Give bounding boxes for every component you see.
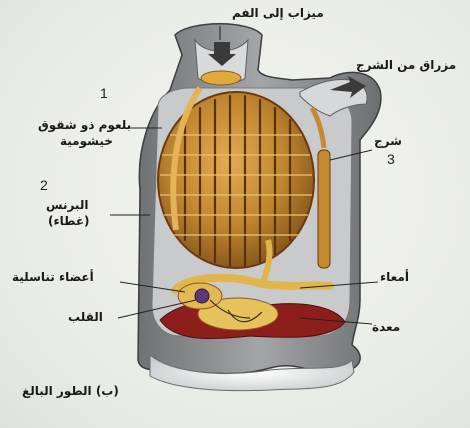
label-reproductive-organs: أعضاء تناسلية	[12, 270, 94, 284]
number-1: 1	[100, 86, 108, 100]
label-gill-slit-pharynx-2: خيشومية	[60, 134, 113, 148]
label-siphon-from-cloaca: مزراق من الشرج	[356, 58, 456, 72]
heart	[195, 289, 209, 303]
label-intestine: أمعاء	[380, 270, 409, 284]
label-heart: القلب	[68, 310, 103, 324]
label-tunic-2: (غطاء)	[48, 214, 90, 228]
label-tunic-1: البرنس	[46, 198, 88, 212]
label-anus: شرج	[374, 134, 402, 148]
label-stomach: معدة	[372, 320, 400, 334]
anus-tube	[318, 150, 330, 268]
label-gill-slit-pharynx-1: بلعوم ذو شقوق	[38, 118, 131, 132]
label-siphon-to-mouth: ميزاب إلى الفم	[232, 6, 324, 20]
caption: (ب) الطور البالغ	[22, 384, 119, 398]
number-3: 3	[387, 152, 395, 166]
number-2: 2	[40, 178, 48, 192]
